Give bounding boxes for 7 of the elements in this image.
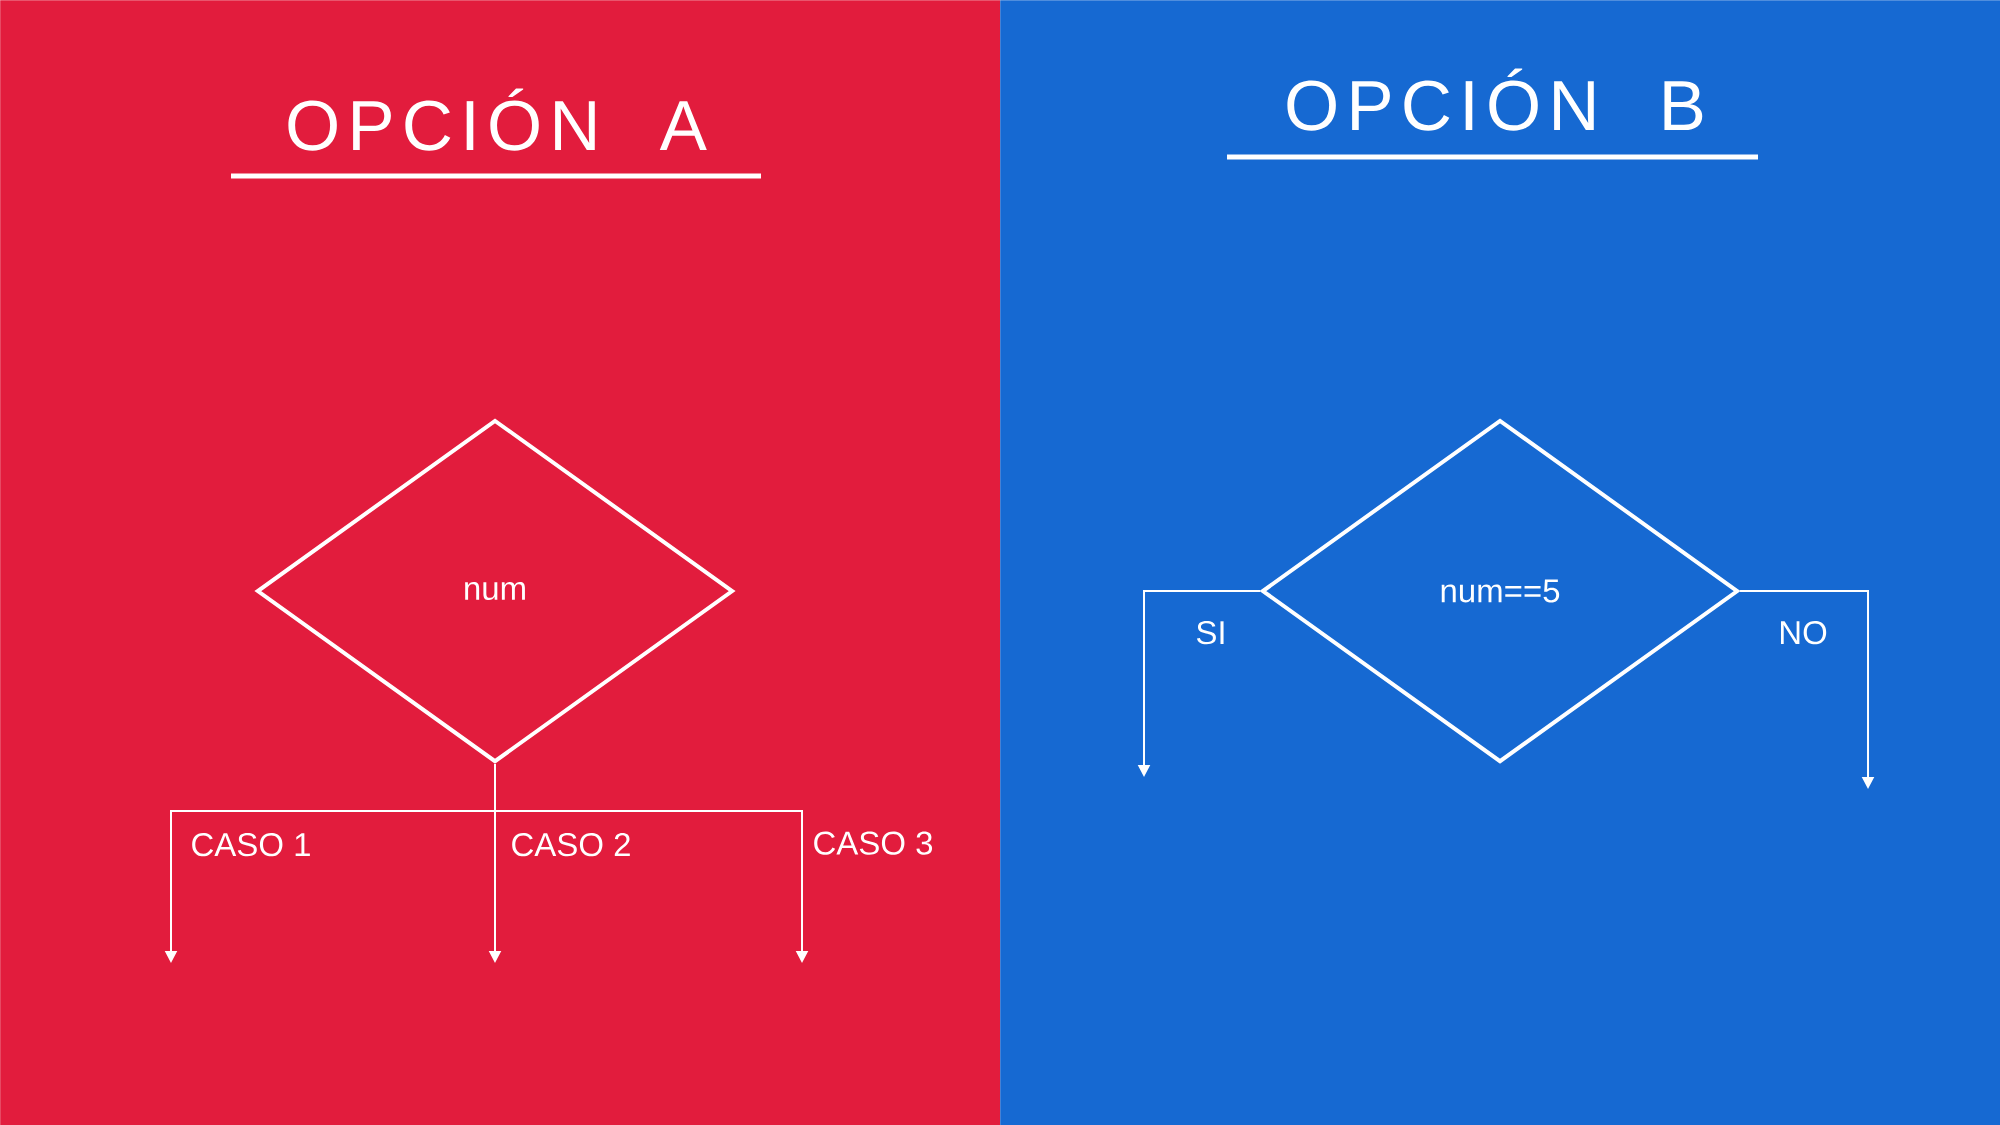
edge-label: CASO 3 xyxy=(814,831,933,855)
edge-label: CASO 2 xyxy=(512,832,630,857)
heading: OPCIÓN B xyxy=(1287,68,1703,131)
edge-label: SI xyxy=(1196,620,1224,645)
edge-label: NO xyxy=(1781,620,1827,645)
heading: OPCIÓN A xyxy=(288,88,707,151)
edge-label: CASO 1 xyxy=(192,832,310,857)
